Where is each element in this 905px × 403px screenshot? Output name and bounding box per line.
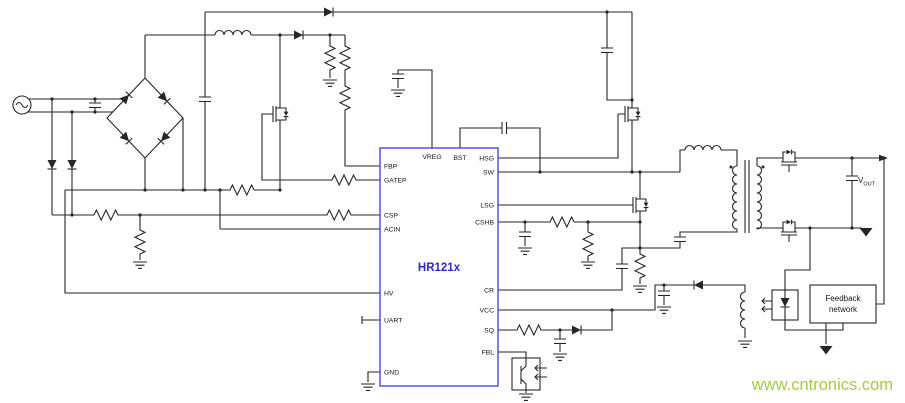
top-rail-diode xyxy=(323,6,334,18)
output-ground xyxy=(859,228,873,237)
pin-label-bst: BST xyxy=(453,155,466,162)
return-rail-resistor xyxy=(227,184,257,196)
input-clamp-diode-b xyxy=(66,159,78,170)
wiring-ac-input xyxy=(27,98,125,215)
cshb-filter-ground xyxy=(517,247,533,255)
controller-ic: HR121x VREG BST FBP GATEP CSP ACIN HV UA… xyxy=(379,147,499,387)
rail-capacitor xyxy=(600,47,614,54)
aux-ground xyxy=(737,340,753,348)
pin-label-cr: CR xyxy=(484,288,494,295)
low-side-mosfet xyxy=(625,190,649,220)
aux-capacitor-ground xyxy=(656,306,672,314)
cshb-filter-capacitor xyxy=(518,231,532,238)
wiring-vcc-sq-fbl-aux xyxy=(498,284,746,358)
bus-bleed-resistor xyxy=(324,43,336,73)
sq-capacitor xyxy=(553,338,567,345)
vout-label: VOUT xyxy=(858,176,876,188)
bulk-capacitor xyxy=(198,96,212,103)
sync-rect-mosfet-bottom xyxy=(774,219,804,243)
wiring-bridge-rails xyxy=(65,35,280,191)
fbp-divider-resistor-1 xyxy=(339,43,351,73)
ic-ground xyxy=(360,383,376,391)
aux-capacitor xyxy=(657,290,671,297)
pin-label-vreg: VREG xyxy=(422,154,441,161)
optocoupler-transistor xyxy=(511,357,547,393)
pin-label-hsg: HSG xyxy=(479,156,494,163)
feedback-label-line2: network xyxy=(829,305,858,314)
junction-dots xyxy=(50,10,886,332)
aux-rectifier-diode xyxy=(693,279,704,291)
high-side-mosfet xyxy=(617,99,641,129)
csp-series-resistor xyxy=(324,209,354,221)
pin-label-uart: UART xyxy=(384,318,402,325)
vreg-capacitor xyxy=(391,73,405,80)
pin-label-lsg: LSG xyxy=(480,203,494,210)
x-capacitor xyxy=(88,102,102,109)
pin-label-fbl: FBL xyxy=(482,350,495,357)
feedback-label-line1: Feedback xyxy=(825,294,861,303)
watermark: www.cntronics.com xyxy=(751,376,893,394)
sq-diode xyxy=(571,324,582,336)
pin-label-gnd: GND xyxy=(384,370,399,377)
cshb-shunt-ground xyxy=(580,261,596,269)
sense-resistor xyxy=(634,251,646,281)
pin-label-csp: CSP xyxy=(384,213,398,220)
sq-resistor xyxy=(514,324,544,336)
pfc-boost-diode xyxy=(293,29,304,41)
pin-label-cshb: CSHB xyxy=(475,220,494,227)
vout-main: V xyxy=(858,176,864,185)
pin-label-gatep: GATEP xyxy=(384,178,407,185)
vout-sub: OUT xyxy=(863,182,875,188)
ic-name: HR121x xyxy=(418,262,461,274)
cshb-resistor xyxy=(547,216,577,228)
pin-label-sw: SW xyxy=(483,170,495,177)
wiring-csp-hv-acin xyxy=(52,190,380,294)
sense-ground xyxy=(632,285,648,293)
csp-shunt-ground xyxy=(132,261,148,269)
feedback-network-box: Feedback network xyxy=(809,284,877,324)
pin-label-sq: SQ xyxy=(484,328,494,335)
bridge-rectifier xyxy=(106,77,184,159)
fbp-divider-resistor-2 xyxy=(339,83,351,113)
pfc-mosfet xyxy=(265,99,289,129)
csp-input-resistor xyxy=(91,209,121,221)
wiring-cshb-cr xyxy=(498,219,738,291)
wiring-half-bridge xyxy=(459,114,738,206)
pin-label-acin: ACIN xyxy=(384,227,400,234)
csp-shunt-resistor xyxy=(134,227,146,257)
aux-winding xyxy=(739,291,746,329)
cshb-shunt-resistor xyxy=(582,229,594,259)
sq-capacitor-ground xyxy=(552,353,568,361)
optocoupler-transistor-ground xyxy=(518,393,534,401)
sync-rect-mosfet-top xyxy=(774,149,804,173)
cr-capacitor xyxy=(615,263,629,270)
input-clamp-diode-a xyxy=(46,159,58,170)
wiring-top-rail-vreg xyxy=(204,11,633,190)
optocoupler-led xyxy=(761,289,799,321)
feedback-ground xyxy=(819,346,833,355)
bus-bleed-ground xyxy=(322,79,338,87)
resonant-inductor xyxy=(684,144,722,151)
pin-label-fbp: FBP xyxy=(384,164,398,171)
vreg-ground xyxy=(390,89,406,97)
output-capacitor xyxy=(845,175,859,182)
wiring-uart-gnd xyxy=(361,316,380,382)
wiring-pfc xyxy=(145,34,380,190)
resonant-capacitor xyxy=(673,236,687,243)
pin-label-vcc: VCC xyxy=(480,308,494,315)
wiring-secondary xyxy=(756,157,886,344)
gatep-resistor xyxy=(329,174,359,186)
pin-label-hv: HV xyxy=(384,291,394,298)
pfc-inductor xyxy=(214,29,252,36)
bootstrap-capacitor xyxy=(501,121,508,135)
ac-source xyxy=(12,95,32,115)
main-transformer xyxy=(729,160,765,233)
